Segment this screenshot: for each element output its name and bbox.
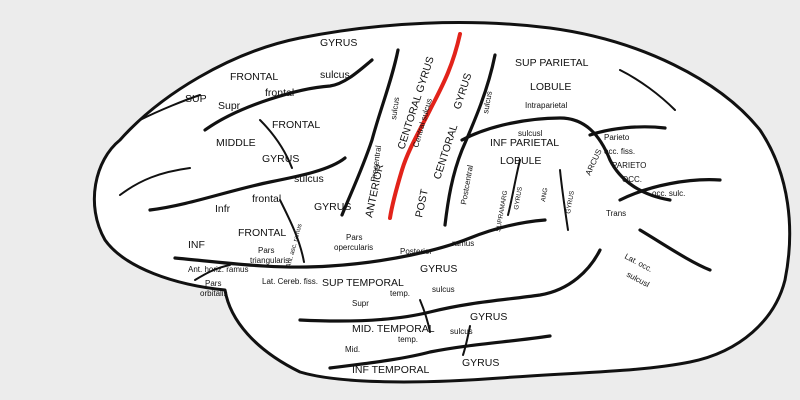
- frontal-minor-3: [259, 119, 293, 169]
- label-gyrus-midt: GYRUS: [470, 311, 507, 323]
- label-frontal-inf: FRONTAL: [238, 227, 286, 239]
- label-sulcus-infr: sulcus: [294, 173, 324, 185]
- label-pars2: Pars: [205, 279, 221, 288]
- label-opercularis: opercularis: [334, 243, 373, 252]
- label-parieto: Parieto: [604, 133, 630, 142]
- label-gyrus-supramarg: GYRUS: [513, 186, 524, 211]
- label-ramus: ramus: [452, 239, 474, 248]
- label-intraparietal: Intraparietal: [525, 101, 567, 110]
- label-sup: SUP: [185, 93, 207, 105]
- postcentral-sulcus: [443, 53, 497, 227]
- precentral-sulcus: [340, 48, 400, 217]
- central-sulcus-line: [388, 32, 462, 220]
- label-posterior: Posterior: [400, 247, 432, 256]
- temporal-minor-1: [419, 299, 431, 333]
- sulci: [148, 48, 722, 370]
- label-sulcus-pre: sulcus: [389, 97, 401, 121]
- labels: GYRUS SUP FRONTAL Supr frontal sulcus MI…: [185, 37, 685, 376]
- label-middle: MIDDLE: [216, 137, 256, 149]
- angular-line: [559, 169, 569, 231]
- temporal-minor-2: [462, 325, 471, 356]
- label-pars: Pars: [258, 246, 274, 255]
- label-inf: INF: [188, 239, 205, 251]
- label-ant-horiz-ramus: Ant. horiz. ramus: [188, 265, 248, 274]
- label-occ-fiss: occ. fiss.: [604, 147, 635, 156]
- label-infr: Infr: [215, 203, 231, 215]
- label-gyrus-inf: GYRUS: [314, 201, 351, 213]
- label-trans: Trans: [606, 209, 626, 218]
- label-ang: ANG: [540, 187, 549, 202]
- horizontal-ramus-line: [194, 264, 231, 281]
- label-gyrus-mid: GYRUS: [262, 153, 299, 165]
- label-lobule: LOBULE: [530, 81, 571, 93]
- label-gyrus-inft: GYRUS: [462, 357, 499, 369]
- label-sulcus-post: sulcus: [481, 90, 494, 114]
- frontal-minor-1: [119, 167, 191, 196]
- label-lobule2: LOBULE: [500, 155, 541, 167]
- label-parieto-caps: PARIETO: [612, 161, 646, 170]
- label-mid-temporal: MID. TEMPORAL: [352, 323, 435, 335]
- lateral-occipital-sulcus: [638, 228, 712, 272]
- label-inf-temporal: INF TEMPORAL: [352, 364, 430, 376]
- label-frontal-mid: FRONTAL: [272, 119, 320, 131]
- label-mid: Mid.: [345, 345, 360, 354]
- inferior-frontal-sulcus: [148, 156, 347, 212]
- parieto-occipital-fissure: [588, 125, 667, 137]
- frontal-minor-2: [139, 94, 201, 121]
- superior-frontal-sulcus: [203, 58, 374, 132]
- label-triangularis: triangularis: [250, 256, 289, 265]
- label-sup-parietal: SUP PARIETAL: [515, 57, 589, 69]
- label-frontal-lc: frontal: [265, 87, 294, 99]
- label-gyrus-ang: GYRUS: [565, 190, 576, 215]
- label-occ: OCC.: [622, 175, 642, 184]
- label-sulcus-1: sulcus: [320, 69, 350, 81]
- label-lat-cereb-fiss: Lat. Cereb. fiss.: [262, 277, 318, 286]
- label-gyrus-supt: GYRUS: [420, 263, 457, 275]
- minor-sulci: [119, 69, 676, 356]
- ascending-ramus-line: [279, 199, 305, 263]
- label-sulcus-midt: sulcus: [450, 327, 473, 336]
- label-orbitalis: orbitalis: [200, 289, 228, 298]
- label-sulcus-temp: sulcus: [432, 285, 455, 294]
- label-supr-t: Supr: [352, 299, 369, 308]
- label-frontal-infr: frontal: [252, 193, 281, 205]
- middle-temporal-sulcus: [328, 334, 552, 370]
- label-frontal-top: FRONTAL: [230, 71, 278, 83]
- supramarginal-line: [507, 159, 521, 216]
- label-gyrus-top: GYRUS: [320, 37, 357, 49]
- label-sup-temporal: SUP TEMPORAL: [322, 277, 404, 289]
- label-occ-sulc: occ. sulc.: [652, 189, 685, 198]
- label-temp: temp.: [390, 289, 410, 298]
- label-supr: Supr: [218, 100, 241, 112]
- label-temp2: temp.: [398, 335, 418, 344]
- intraparietal-sulcus: [460, 116, 672, 202]
- label-post: POST: [413, 188, 431, 219]
- label-inf-parietal: INF PARIETAL: [490, 137, 559, 149]
- lateral-cerebral-fissure: [173, 218, 547, 269]
- label-pars3: Pars: [346, 233, 362, 242]
- transverse-occipital-sulcus: [618, 178, 722, 202]
- superior-temporal-sulcus: [298, 248, 602, 323]
- brain-outline: [92, 21, 792, 384]
- label-sulcus-intra: sulcusl: [518, 129, 543, 138]
- parietal-minor: [619, 69, 676, 111]
